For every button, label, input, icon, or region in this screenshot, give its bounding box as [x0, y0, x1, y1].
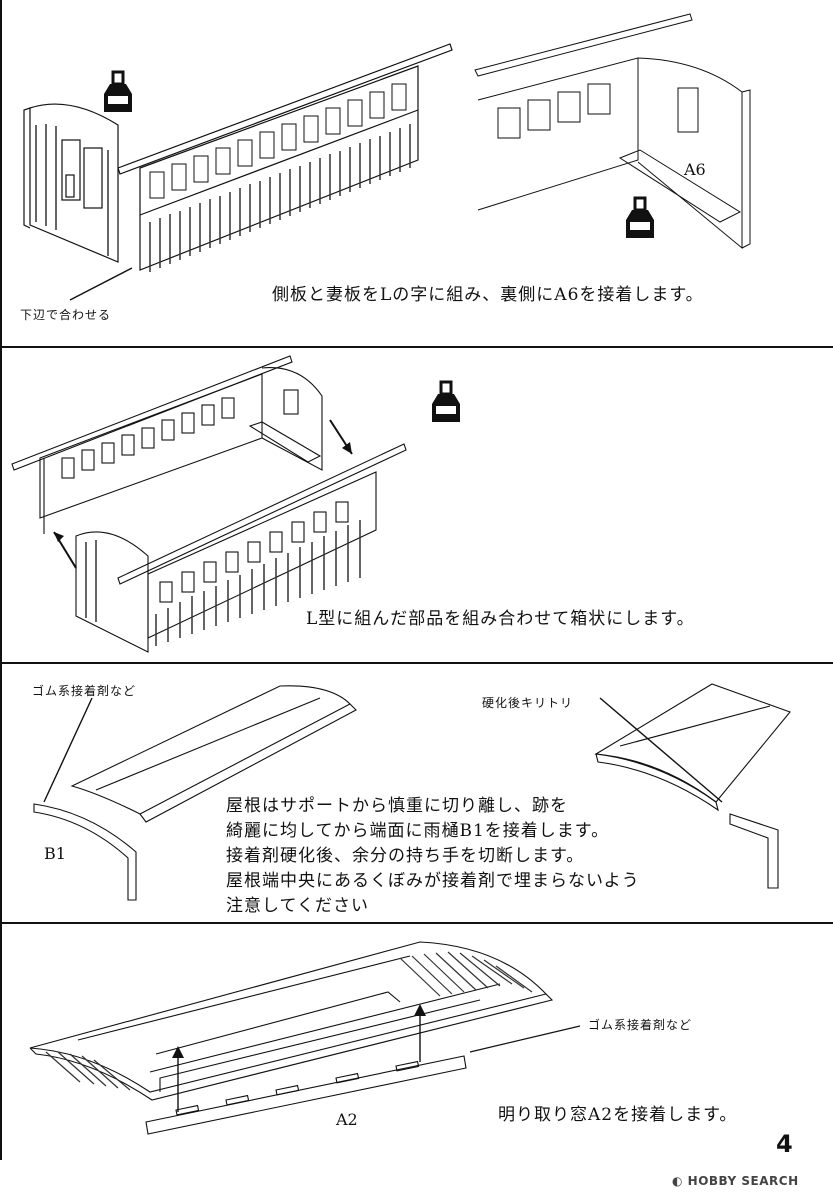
skylight-a2-drawing	[145, 1055, 467, 1135]
pointer-line	[599, 697, 723, 803]
step-1-instruction: 側板と妻板をLの字に組み、裏側にA6を接着します。	[272, 285, 704, 305]
pointer-line	[469, 1025, 581, 1053]
step-3-instruction: 屋根はサポートから慎重に切り離し、跡を 綺麗に均してから端面に雨樋B1を接着しま…	[226, 794, 640, 919]
step-divider	[0, 346, 833, 348]
step-2-instruction: L型に組んだ部品を組み合わせて箱状にします。	[306, 609, 695, 629]
instruction-line: 綺麗に均してから端面に雨樋B1を接着します。	[226, 821, 610, 841]
arrow-head	[172, 1046, 184, 1058]
arrow-head	[414, 1004, 426, 1016]
adhesive-label: ゴム系接着剤など	[32, 684, 137, 698]
front-piece-boards	[85, 520, 361, 646]
glue-bottle-icon	[626, 196, 654, 238]
page-number: 4	[776, 1130, 793, 1158]
step-3-illustration	[33, 683, 791, 901]
back-l-piece-drawing	[11, 355, 323, 534]
instruction-line: 注意してください	[226, 896, 369, 916]
step-2-panel: L型に組んだ部品を組み合わせて箱状にします。	[0, 346, 833, 662]
step-4-instruction: 明り取り窓A2を接着します。	[498, 1105, 738, 1125]
instruction-line: 接着剤硬化後、余分の持ち手を切断します。	[226, 846, 585, 866]
logo-mark-icon: ◐	[672, 1174, 688, 1188]
step-1-panel: A6 下辺で合わせる 側板と妻板をLの字に組み、裏側にA6を接着します。	[0, 0, 833, 346]
adhesive-label: ゴム系接着剤など	[588, 1018, 693, 1032]
side-panel-boards	[35, 124, 411, 272]
step-4-panel: ゴム系接着剤など A2 明り取り窓A2を接着します。 4 ◐ HOBBY SEA…	[0, 922, 833, 1200]
step-divider	[0, 662, 833, 664]
gutter-b1-drawing	[33, 803, 137, 901]
roof-drawing	[70, 685, 357, 823]
part-label-b1: B1	[44, 844, 66, 863]
rear-view-drawing	[474, 13, 751, 250]
step-1-illustration	[23, 13, 751, 301]
step-3-panel: ゴム系接着剤など 硬化後キリトリ B1 屋根はサポートから慎重に切り離し、跡を …	[0, 662, 833, 922]
arrow-head	[342, 442, 352, 454]
front-l-piece-drawing	[75, 443, 407, 653]
bottom-edge-label: 下辺で合わせる	[20, 308, 112, 322]
part-label-a6: A6	[684, 160, 706, 179]
roof-rib-lines	[45, 951, 533, 1091]
instruction-line: 屋根端中央にあるくぼみが接着剤で埋まらないよう	[226, 871, 640, 891]
pointer-line	[69, 267, 133, 301]
side-panel-windows	[149, 83, 407, 199]
end-panel-drawing	[23, 103, 119, 263]
pointer-line	[43, 697, 93, 803]
instruction-line: 屋根はサポートから慎重に切り離し、跡を	[226, 796, 568, 816]
trim-label: 硬化後キリトリ	[482, 696, 574, 710]
step-divider	[0, 922, 833, 924]
roof-trimmed-drawing	[594, 683, 791, 812]
side-panel-drawing	[117, 43, 453, 271]
glue-bottle-icon	[432, 380, 460, 422]
glue-bottle-icon	[104, 70, 132, 112]
part-label-a2: A2	[336, 1110, 358, 1129]
left-border	[0, 0, 2, 1160]
step-2-illustration	[11, 355, 460, 653]
arrow-head	[54, 532, 64, 542]
watermark-text: HOBBY SEARCH	[687, 1174, 799, 1188]
roof-underside-drawing	[29, 941, 554, 1101]
watermark-logo: ◐ HOBBY SEARCH	[672, 1174, 799, 1188]
step-4-illustration	[29, 941, 581, 1135]
offcut-drawing	[729, 813, 779, 889]
